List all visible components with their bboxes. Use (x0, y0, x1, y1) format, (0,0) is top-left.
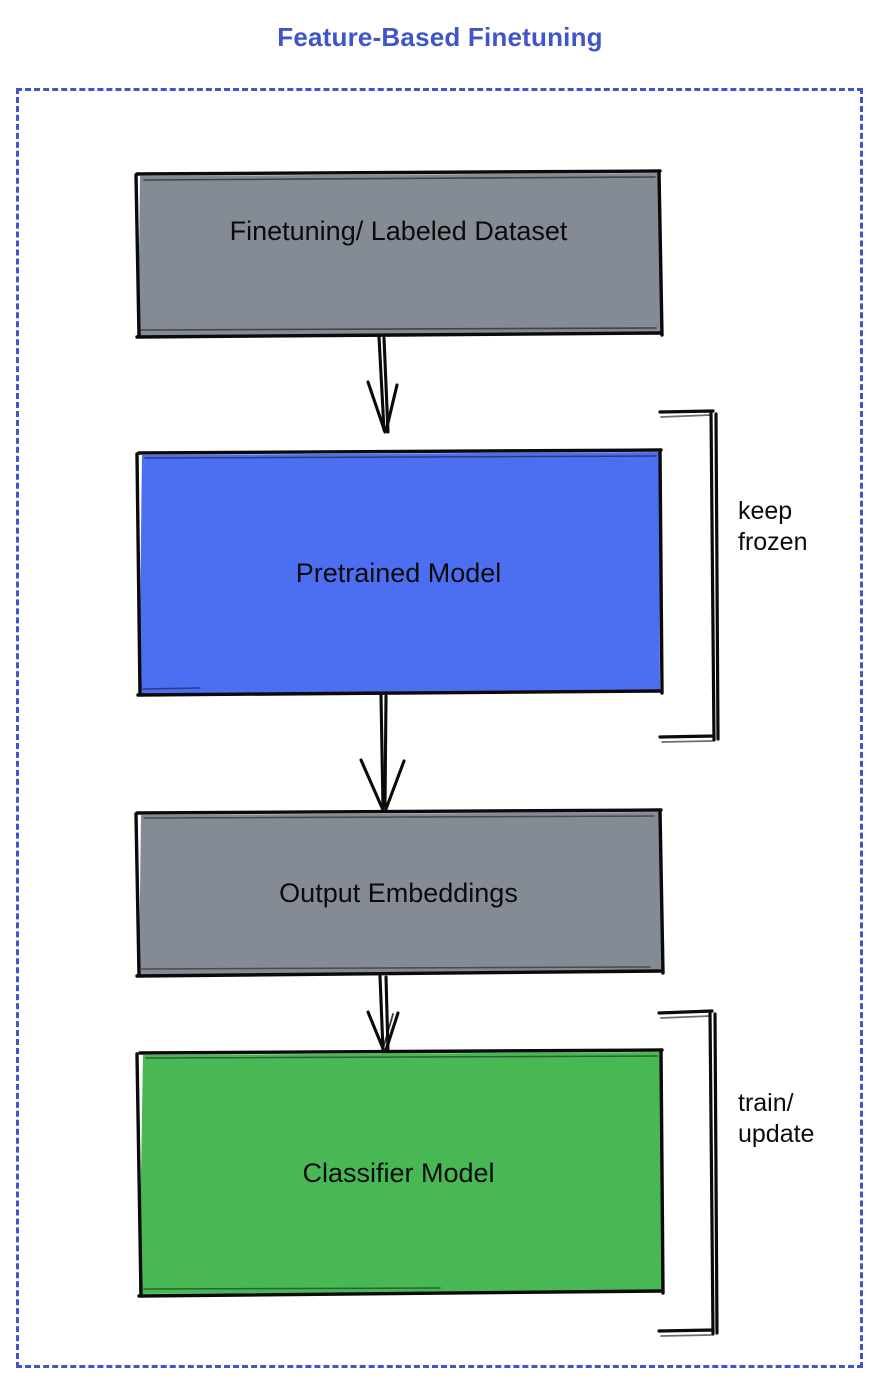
node-label-embeddings: Output Embeddings (279, 878, 518, 908)
node-finetuning-labeled-dataset[interactable]: Finetuning/ Labeled Dataset (137, 173, 660, 336)
node-label-classifier: Classifier Model (302, 1157, 495, 1188)
node-label-dataset: Finetuning/ Labeled Dataset (229, 216, 568, 246)
annotation-keep-frozen: keep frozen (738, 497, 808, 556)
node-pretrained-model[interactable]: Pretrained Model (137, 452, 660, 694)
annotation-train-update: train/ update (738, 1089, 815, 1148)
node-label-pretrained: Pretrained Model (295, 557, 502, 588)
page-title: Feature-Based Finetuning (277, 22, 603, 52)
node-output-embeddings[interactable]: Output Embeddings (137, 812, 660, 975)
diagram-dashed-frame (16, 88, 863, 1368)
node-classifier-model[interactable]: Classifier Model (137, 1052, 660, 1294)
